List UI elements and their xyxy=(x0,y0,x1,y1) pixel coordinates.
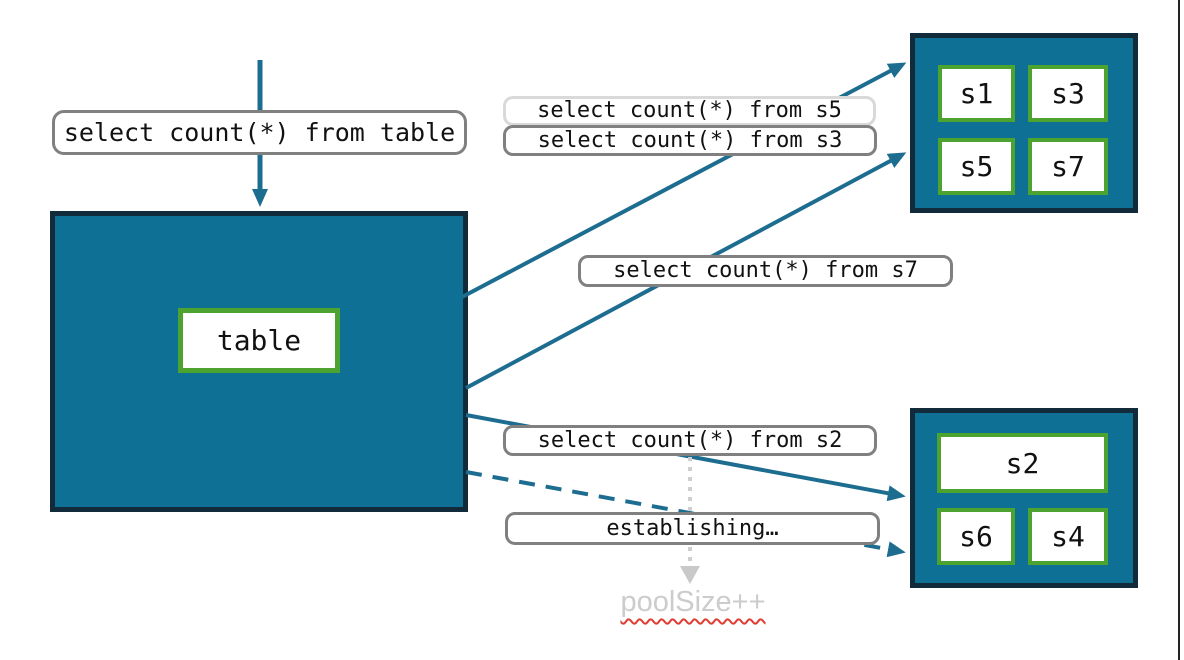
pill-query-s2-text: select count(*) from s2 xyxy=(537,427,843,453)
pill-query-s7-text: select count(*) from s7 xyxy=(613,258,918,283)
pill-establishing: establishing… xyxy=(505,512,880,545)
pill-establishing-text: establishing… xyxy=(606,515,779,541)
shard-chip-s5: s5 xyxy=(938,138,1015,195)
poolsize-annotation: poolSize++ xyxy=(620,586,766,618)
pill-query-s7: select count(*) from s7 xyxy=(578,255,953,287)
right-edge-divider xyxy=(1178,0,1180,660)
shard-chip-s1: s1 xyxy=(938,65,1015,122)
shard-label-s7: s7 xyxy=(1051,150,1085,183)
shard-label-s2: s2 xyxy=(1005,446,1040,480)
shard-label-s4: s4 xyxy=(1051,520,1085,553)
shard-label-s6: s6 xyxy=(959,520,993,553)
pill-query-table-text: select count(*) from table xyxy=(63,118,456,147)
shard-group-bottom-box: s2 s6 s4 xyxy=(910,408,1138,588)
shard-label-s5: s5 xyxy=(959,150,994,183)
table-label: table xyxy=(216,324,302,357)
pill-query-s2: select count(*) from s2 xyxy=(503,425,877,456)
shard-chip-s7: s7 xyxy=(1028,138,1108,195)
poolsize-arrowhead-icon xyxy=(680,566,700,584)
shard-chip-s2: s2 xyxy=(937,433,1108,493)
shard-label-s1: s1 xyxy=(959,77,994,110)
pill-query-s3-text: select count(*) from s3 xyxy=(537,127,843,153)
pill-query-table: select count(*) from table xyxy=(52,110,467,155)
shard-group-top-box: s1 s3 s5 s7 xyxy=(910,33,1138,213)
shard-label-s3: s3 xyxy=(1051,77,1085,110)
shard-chip-s4: s4 xyxy=(1028,508,1108,565)
pill-query-s3: select count(*) from s3 xyxy=(503,125,877,156)
table-box: table xyxy=(50,211,468,512)
shard-chip-s3: s3 xyxy=(1028,65,1108,122)
pill-query-s5-text: select count(*) from s5 xyxy=(537,98,842,123)
shard-chip-s6: s6 xyxy=(937,508,1015,565)
pill-query-s5: select count(*) from s5 xyxy=(503,96,876,126)
table-chip: table xyxy=(178,308,340,373)
